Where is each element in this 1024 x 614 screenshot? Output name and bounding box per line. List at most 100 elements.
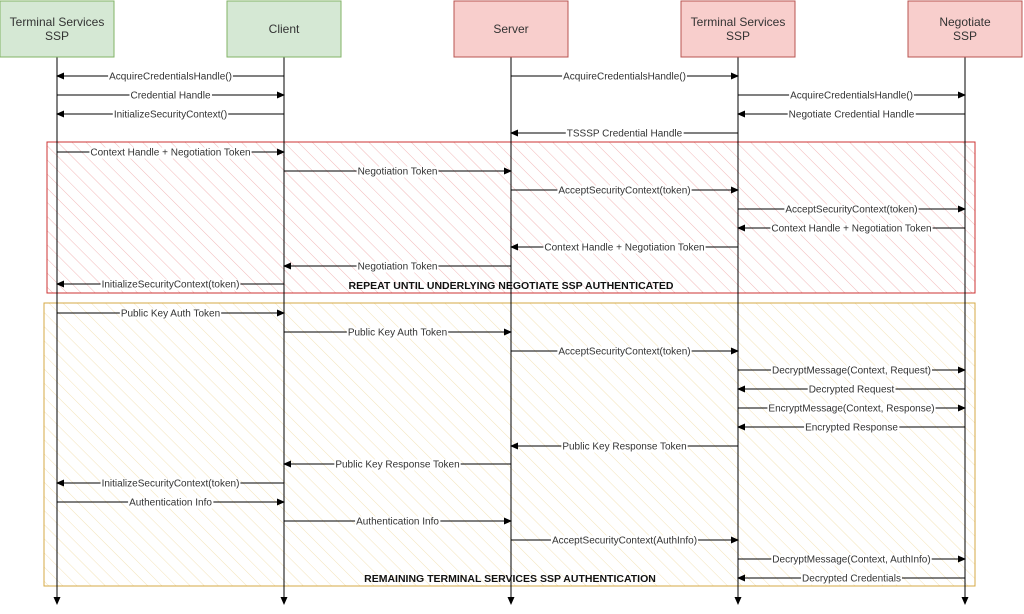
message-label-background — [787, 109, 916, 121]
message-arrow: AcceptSecurityContext(token) — [511, 346, 739, 358]
message-label: AcquireCredentialsHandle() — [563, 72, 686, 83]
message-arrow: Public Key Auth Token — [284, 327, 512, 339]
message-arrow: Public Key Response Token — [283, 459, 511, 471]
actor-client-label: Client — [269, 22, 300, 36]
message-label-background — [770, 223, 933, 235]
message-arrow: Public Key Auth Token — [57, 308, 285, 320]
message-arrow: Encrypted Response — [737, 422, 965, 434]
message-label-background — [119, 308, 222, 320]
actor-server-box — [453, 0, 569, 58]
message-label: Public Key Auth Token — [121, 309, 220, 320]
message-arrow: AcceptSecurityContext(token) — [738, 204, 966, 216]
message-label-background — [771, 365, 932, 377]
message-label: AcquireCredentialsHandle() — [790, 91, 913, 102]
message-label-background — [334, 459, 461, 471]
message-label-background — [128, 497, 214, 509]
message-arrow: AcceptSecurityContext(AuthInfo) — [511, 535, 739, 547]
message-label: AcceptSecurityContext(token) — [785, 205, 917, 216]
message-label-background — [801, 573, 902, 585]
message-label: Public Key Response Token — [335, 460, 459, 471]
message-label-background — [108, 71, 233, 83]
message-label: Context Handle + Negotiation Token — [544, 243, 704, 254]
message-arrow: InitializeSecurityContext(token) — [56, 279, 284, 291]
message-label: InitializeSecurityContext() — [114, 110, 227, 121]
message-label-background — [789, 90, 914, 102]
region-remaining-box — [43, 302, 976, 587]
message-arrow: Authentication Info — [57, 497, 285, 509]
message-label: InitializeSecurityContext(token) — [102, 479, 240, 490]
actor-server: Server — [453, 0, 569, 58]
message-label: DecryptMessage(Context, Request) — [772, 366, 931, 377]
message-label: InitializeSecurityContext(token) — [102, 280, 240, 291]
message-label: Context Handle + Negotiation Token — [771, 224, 931, 235]
actor-neg-label: Negotiate — [939, 15, 991, 29]
actor-ts1-box — [0, 0, 115, 58]
message-arrow: Context Handle + Negotiation Token — [737, 223, 965, 235]
message-arrow: DecryptMessage(Context, AuthInfo) — [738, 554, 966, 566]
message-arrow: TSSSP Credential Handle — [510, 128, 738, 140]
message-label-background — [557, 185, 692, 197]
message-arrow: InitializeSecurityContext(token) — [56, 478, 284, 490]
message-arrow: AcquireCredentialsHandle() — [511, 71, 739, 83]
message-label-background — [100, 478, 241, 490]
message-label-background — [557, 346, 692, 358]
message-label: Negotiation Token — [358, 262, 438, 273]
message-label: AcceptSecurityContext(token) — [558, 186, 690, 197]
message-label: Decrypted Credentials — [802, 574, 901, 585]
message-label-background — [804, 422, 900, 434]
message-arrow: Decrypted Request — [737, 384, 965, 396]
message-label: EncryptMessage(Context, Response) — [768, 404, 934, 415]
message-arrow: Credential Handle — [57, 90, 285, 102]
message-arrow: Negotiation Token — [284, 166, 512, 178]
message-arrow: Public Key Response Token — [510, 441, 738, 453]
message-label-background — [346, 327, 449, 339]
message-label-background — [561, 441, 688, 453]
region-labels: REPEAT UNTIL UNDERLYING NEGOTIATE SSP AU… — [349, 280, 674, 585]
actor-ts2-label: SSP — [726, 29, 750, 43]
actor-server-label: Server — [493, 22, 528, 36]
message-label-background — [356, 261, 439, 273]
message-label: Negotiate Credential Handle — [789, 110, 915, 121]
region-remaining-label: REMAINING TERMINAL SERVICES SSP AUTHENTI… — [364, 573, 656, 585]
message-arrow: Authentication Info — [284, 516, 512, 528]
message-label: Decrypted Request — [809, 385, 895, 396]
message-label-background — [356, 166, 439, 178]
message-label-background — [129, 90, 212, 102]
actor-client: Client — [226, 0, 342, 58]
message-label-background — [550, 535, 699, 547]
message-label-background — [355, 516, 441, 528]
message-arrow: Negotiate Credential Handle — [737, 109, 965, 121]
message-arrow: Context Handle + Negotiation Token — [510, 242, 738, 254]
actor-neg-label: SSP — [953, 29, 977, 43]
message-arrow: DecryptMessage(Context, Request) — [738, 365, 966, 377]
actor-ts2-box — [680, 0, 796, 58]
message-arrow: AcquireCredentialsHandle() — [738, 90, 966, 102]
message-label: Public Key Response Token — [562, 442, 686, 453]
message-label: TSSSP Credential Handle — [567, 129, 683, 140]
message-arrow: AcceptSecurityContext(token) — [511, 185, 739, 197]
actor-neg-box — [907, 0, 1023, 58]
actor-ts2-label: Terminal Services — [691, 15, 786, 29]
message-arrow: EncryptMessage(Context, Response) — [738, 403, 966, 415]
message-label-background — [89, 147, 252, 159]
message-label-background — [767, 403, 936, 415]
message-label: AcquireCredentialsHandle() — [109, 72, 232, 83]
message-label: AcceptSecurityContext(AuthInfo) — [552, 536, 697, 547]
message-label: Encrypted Response — [805, 423, 898, 434]
message-label-background — [100, 279, 241, 291]
message-label-background — [565, 128, 684, 140]
message-label: Public Key Auth Token — [348, 328, 447, 339]
message-arrow: Context Handle + Negotiation Token — [57, 147, 285, 159]
message-label-background — [771, 554, 932, 566]
messages: AcquireCredentialsHandle() Credential Han… — [56, 71, 966, 585]
message-label: Credential Handle — [130, 91, 210, 102]
message-arrow: Decrypted Credentials — [737, 573, 965, 585]
actor-ts1-label: Terminal Services — [10, 15, 105, 29]
message-label: AcceptSecurityContext(token) — [558, 347, 690, 358]
message-arrow: Negotiation Token — [283, 261, 511, 273]
actor-ts1-label: SSP — [45, 29, 69, 43]
